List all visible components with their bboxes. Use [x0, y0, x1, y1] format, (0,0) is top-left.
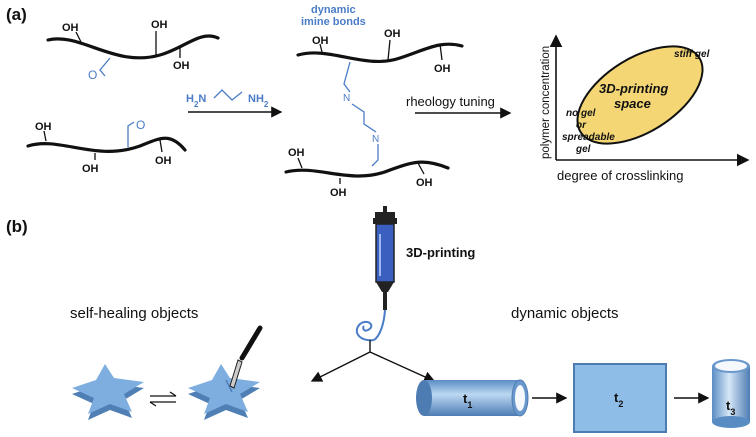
- dynamic-label-2: imine bonds: [301, 16, 366, 28]
- oh-label: OH: [62, 22, 79, 34]
- tube-object: t1: [416, 379, 529, 417]
- oh-label: OH: [155, 155, 172, 167]
- crosslinked-polymer: OH OH OH N N OH OH OH: [284, 28, 464, 199]
- split-arrows: [310, 340, 436, 383]
- scalpel-icon: [229, 325, 263, 389]
- t1-label: t1: [463, 391, 472, 410]
- no-gel-label: no gel: [566, 108, 596, 119]
- phase-diagram: polymer concentration degree of crosslin…: [540, 34, 750, 183]
- carbonyl-o-label: O: [88, 68, 97, 82]
- oh-label: OH: [35, 121, 52, 133]
- oh-label: OH: [82, 163, 99, 175]
- imine-n-label: N: [343, 93, 350, 104]
- dynamic-label-1: dynamic: [311, 4, 356, 16]
- equilibrium-arrows: [149, 391, 177, 407]
- oh-label: OH: [288, 147, 305, 159]
- printing-label: 3D-printing: [406, 245, 475, 260]
- oh-label: OH: [416, 177, 433, 189]
- imine-n-label: N: [372, 134, 379, 145]
- oh-label: OH: [384, 28, 401, 40]
- star-object-1: [72, 364, 144, 420]
- region-label-2: space: [614, 96, 651, 111]
- syringe-icon: [373, 206, 397, 310]
- diamine-formula-left: H2N: [186, 93, 206, 109]
- cup-object: t3: [712, 359, 750, 428]
- oh-label: OH: [434, 63, 451, 75]
- sheet-object: t2: [573, 363, 667, 433]
- aldehyde-polymer-1: OH OH OH O: [46, 19, 220, 82]
- printed-filament: [355, 309, 386, 342]
- panel-a-label: (a): [6, 5, 27, 24]
- region-label-1: 3D-printing: [599, 81, 668, 96]
- oh-label: OH: [312, 35, 329, 47]
- gel-label: gel: [575, 144, 591, 155]
- spreadable-label: spreadable: [562, 132, 615, 143]
- rheology-label: rheology tuning: [406, 94, 495, 109]
- panel-b-label: (b): [6, 217, 28, 236]
- carbonyl-o-label: O: [136, 118, 145, 132]
- oh-label: OH: [151, 19, 168, 31]
- or-label: or: [576, 120, 587, 131]
- t3-label: t3: [726, 398, 735, 417]
- t2-label: t2: [614, 390, 623, 409]
- star-object-2: [188, 364, 260, 420]
- self-healing-label: self-healing objects: [70, 305, 198, 322]
- printing-space-ellipse: [576, 45, 704, 145]
- ethylenediamine: H2N NH2: [186, 89, 269, 109]
- diamine-formula-right: NH2: [248, 93, 269, 109]
- stiff-gel-label: stiff gel: [674, 49, 710, 60]
- y-axis-label: polymer concentration: [540, 46, 552, 159]
- oh-label: OH: [330, 187, 347, 199]
- dynamic-objects-label: dynamic objects: [511, 305, 619, 322]
- x-axis-label: degree of crosslinking: [557, 168, 683, 183]
- oh-label: OH: [173, 60, 190, 72]
- aldehyde-polymer-2: OH OH OH O: [26, 118, 187, 175]
